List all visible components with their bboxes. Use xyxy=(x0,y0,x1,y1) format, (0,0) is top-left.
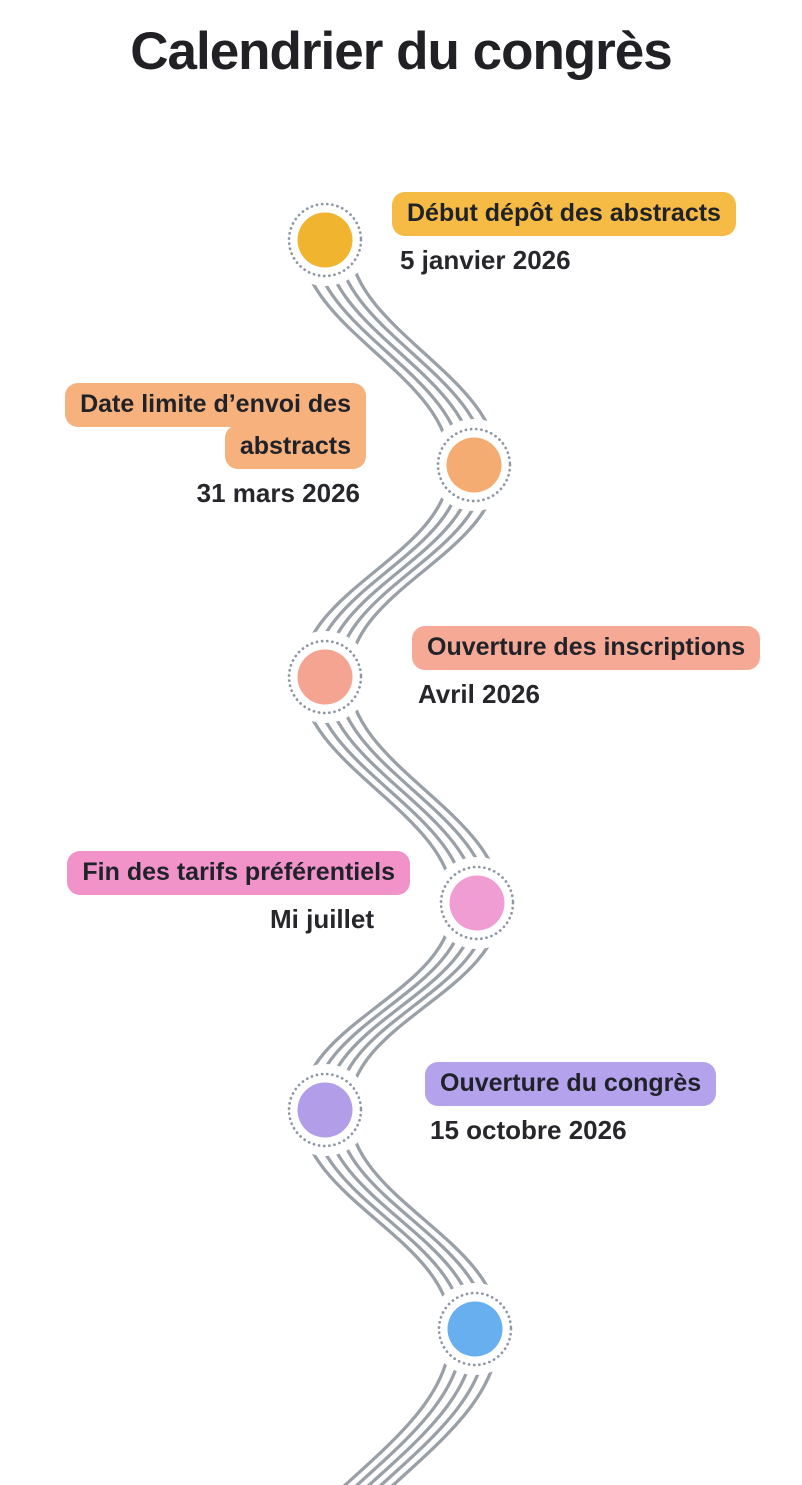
milestone-4-label-badge: Fin des tarifs préférentiels xyxy=(67,851,410,895)
milestone-3: Ouverture des inscriptions Avril 2026 xyxy=(412,626,761,710)
milestone-1: Début dépôt des abstracts 5 janvier 2026 xyxy=(392,192,736,276)
milestone-3-label-badge: Ouverture des inscriptions xyxy=(412,626,761,670)
milestone-5-label-badge: Ouverture du congrès xyxy=(425,1062,717,1106)
milestone-dot-6 xyxy=(447,1301,503,1357)
milestone-dot-3 xyxy=(297,649,353,705)
milestone-2-label-badge-line1: Date limite d’envoi des xyxy=(65,383,366,427)
milestone-4-date: Mi juillet xyxy=(270,904,374,934)
milestone-2-date: 31 mars 2026 xyxy=(196,478,360,508)
milestone-5-date: 15 octobre 2026 xyxy=(430,1115,627,1145)
milestone-2-label-badge-line2: abstracts xyxy=(224,425,366,469)
milestone-dot-4 xyxy=(449,875,505,931)
milestone-2: Date limite d’envoi des abstracts 31 mar… xyxy=(65,383,366,509)
milestone-dot-1 xyxy=(297,212,353,268)
milestone-dot-2 xyxy=(446,437,502,493)
page-title: Calendrier du congrès xyxy=(130,22,673,81)
milestone-1-label-badge: Début dépôt des abstracts xyxy=(392,192,736,236)
milestone-dot-5 xyxy=(297,1082,353,1138)
milestone-5: Ouverture du congrès 15 octobre 2026 xyxy=(425,1062,717,1146)
milestone-1-date: 5 janvier 2026 xyxy=(400,245,571,275)
milestone-3-date: Avril 2026 xyxy=(418,679,540,709)
milestone-4: Fin des tarifs préférentiels Mi juillet xyxy=(67,851,410,935)
